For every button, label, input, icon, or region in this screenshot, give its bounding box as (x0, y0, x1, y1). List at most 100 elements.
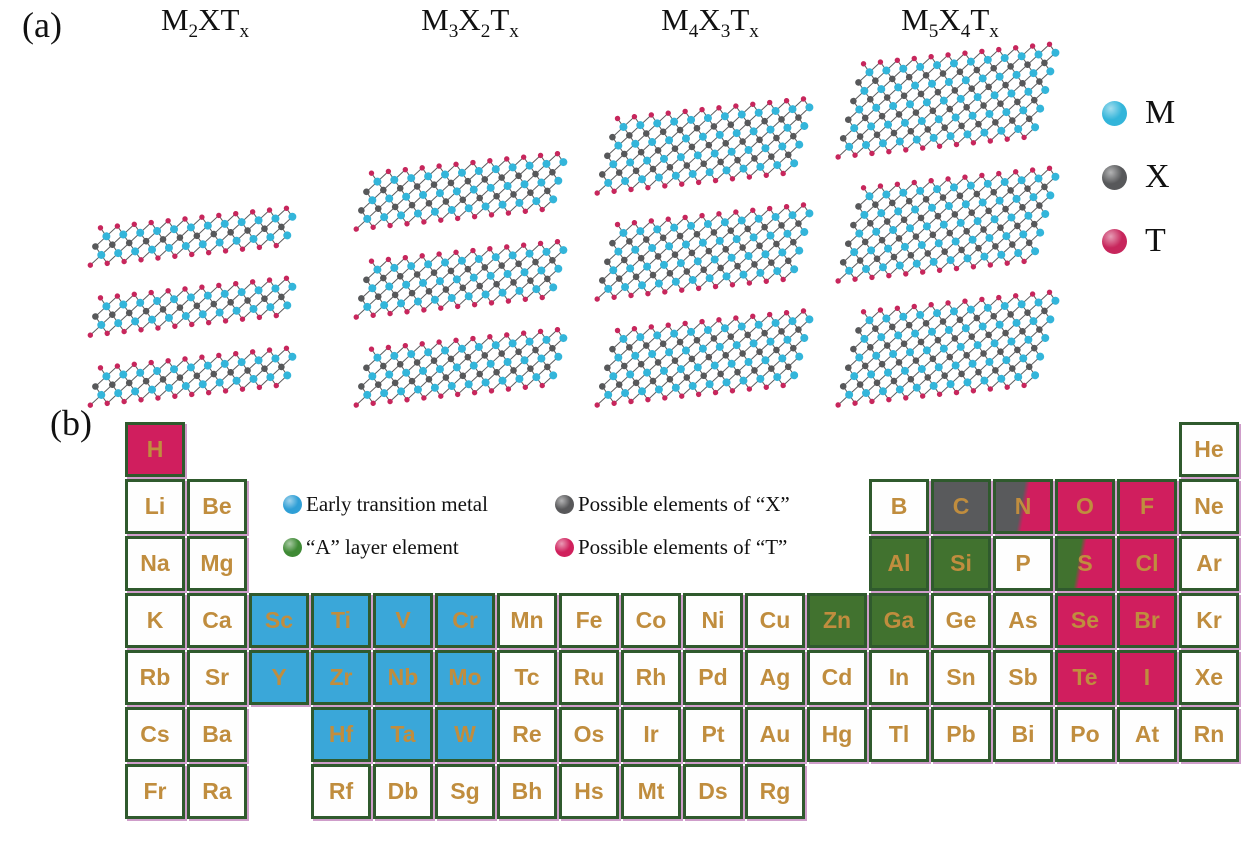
atom-legend-item: T (1102, 222, 1175, 260)
element-cell-ba: Ba (187, 707, 247, 762)
lattice-sheet (353, 326, 568, 408)
element-cell-y: Y (249, 650, 309, 705)
atom-t-icon (1102, 228, 1127, 254)
formula-title: M4X3Tx (661, 2, 759, 43)
category-legend-label: Possible elements of “X” (578, 492, 790, 516)
lattice-sheet (353, 238, 568, 320)
element-cell-in: In (869, 650, 929, 705)
structure-stack (345, 40, 595, 408)
element-cell-zn: Zn (807, 593, 867, 648)
element-cell-he: He (1179, 422, 1239, 477)
lattice-sheet (87, 345, 297, 408)
formula-title: M5X4Tx (901, 2, 999, 43)
element-cell-o: O (1055, 479, 1115, 534)
element-cell-ru: Ru (559, 650, 619, 705)
element-cell-li: Li (125, 479, 185, 534)
category-legend-label: Possible elements of “T” (578, 535, 788, 559)
element-cell-pt: Pt (683, 707, 743, 762)
element-cell-sb: Sb (993, 650, 1053, 705)
element-cell-mn: Mn (497, 593, 557, 648)
element-cell-te: Te (1055, 650, 1115, 705)
atom-legend-label: T (1145, 222, 1166, 259)
element-cell-ra: Ra (187, 764, 247, 819)
element-cell-ag: Ag (745, 650, 805, 705)
element-cell-fe: Fe (559, 593, 619, 648)
a-layer-element-icon (283, 538, 302, 557)
element-cell-k: K (125, 593, 185, 648)
element-cell-hs: Hs (559, 764, 619, 819)
element-cell-cr: Cr (435, 593, 495, 648)
element-cell-bi: Bi (993, 707, 1053, 762)
element-cell-h: H (125, 422, 185, 477)
element-cell-pb: Pb (931, 707, 991, 762)
atom-m-icon (1102, 100, 1127, 126)
element-cell-sc: Sc (249, 593, 309, 648)
element-cell-v: V (373, 593, 433, 648)
atom-legend-label: X (1145, 158, 1170, 195)
element-cell-rh: Rh (621, 650, 681, 705)
formula-title: M3X2Tx (421, 2, 519, 43)
structure-stack (80, 40, 330, 408)
element-cell-sr: Sr (187, 650, 247, 705)
element-cell-s: S (1055, 536, 1115, 591)
element-cell-hf: Hf (311, 707, 371, 762)
element-cell-ga: Ga (869, 593, 929, 648)
element-cell-cl: Cl (1117, 536, 1177, 591)
element-cell-i: I (1117, 650, 1177, 705)
element-cell-sg: Sg (435, 764, 495, 819)
lattice-sheet (353, 150, 568, 232)
element-cell-cd: Cd (807, 650, 867, 705)
lattice-sheet (835, 165, 1060, 284)
element-cell-ne: Ne (1179, 479, 1239, 534)
element-cell-ir: Ir (621, 707, 681, 762)
formula-title: M2XTx (160, 2, 250, 43)
element-cell-mo: Mo (435, 650, 495, 705)
element-cell-xe: Xe (1179, 650, 1239, 705)
element-cell-c: C (931, 479, 991, 534)
element-cell-ar: Ar (1179, 536, 1239, 591)
element-cell-as: As (993, 593, 1053, 648)
element-cell-be: Be (187, 479, 247, 534)
element-cell-db: Db (373, 764, 433, 819)
element-cell-au: Au (745, 707, 805, 762)
element-cell-hg: Hg (807, 707, 867, 762)
element-cell-at: At (1117, 707, 1177, 762)
element-cell-po: Po (1055, 707, 1115, 762)
category-legend-label: “A” layer element (306, 535, 459, 559)
t-elements-icon (555, 538, 574, 557)
element-cell-tc: Tc (497, 650, 557, 705)
element-cell-rb: Rb (125, 650, 185, 705)
element-cell-se: Se (1055, 593, 1115, 648)
lattice-sheet (594, 308, 814, 408)
atom-legend-item: X (1102, 158, 1175, 196)
element-cell-zr: Zr (311, 650, 371, 705)
element-cell-kr: Kr (1179, 593, 1239, 648)
element-cell-os: Os (559, 707, 619, 762)
element-cell-n: N (993, 479, 1053, 534)
element-cell-fr: Fr (125, 764, 185, 819)
element-cell-rf: Rf (311, 764, 371, 819)
element-cell-ge: Ge (931, 593, 991, 648)
lattice-sheet (87, 205, 297, 268)
lattice-sheet (594, 202, 814, 302)
atom-x-icon (1102, 164, 1127, 190)
element-cell-bh: Bh (497, 764, 557, 819)
element-cell-al: Al (869, 536, 929, 591)
element-cell-co: Co (621, 593, 681, 648)
category-legend-item: Possible elements of “T” (555, 535, 790, 560)
atom-legend-label: M (1145, 94, 1176, 131)
lattice-sheet (835, 289, 1060, 408)
element-cell-w: W (435, 707, 495, 762)
element-cell-mg: Mg (187, 536, 247, 591)
element-cell-b: B (869, 479, 929, 534)
element-cell-na: Na (125, 536, 185, 591)
element-cell-ca: Ca (187, 593, 247, 648)
lattice-sheet (87, 275, 297, 338)
element-cell-ti: Ti (311, 593, 371, 648)
element-cell-cs: Cs (125, 707, 185, 762)
element-cell-rg: Rg (745, 764, 805, 819)
category-legend-item: Early transition metal (283, 492, 555, 517)
